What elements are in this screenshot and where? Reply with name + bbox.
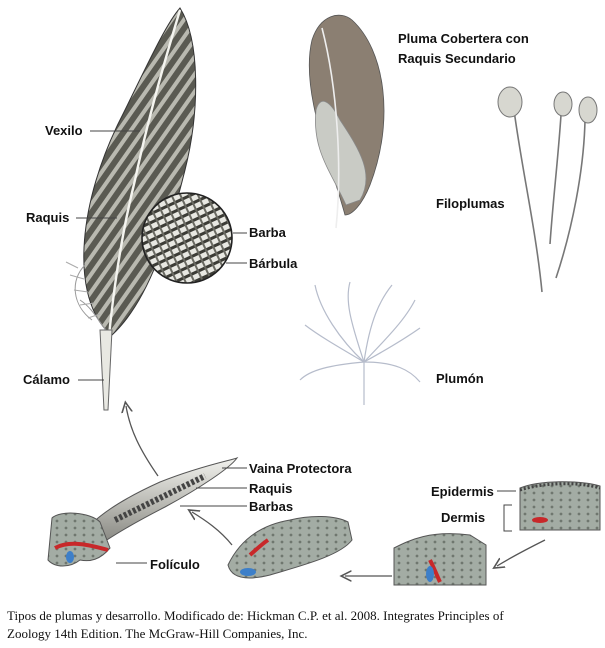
label-barba: Barba [249,225,286,241]
caption-line-2: Zoology 14th Edition. The McGraw-Hill Co… [7,625,599,643]
label-raquis: Raquis [26,210,69,226]
label-calamo: Cálamo [23,372,70,388]
label-barbula: Bárbula [249,256,297,272]
down-feather [300,282,420,405]
label-filoplumas: Filoplumas [436,196,505,212]
figure-caption: Tipos de plumas y desarrollo. Modificado… [7,607,599,643]
filoplumes [498,87,597,292]
caption-line-1: Tipos de plumas y desarrollo. Modificado… [7,607,599,625]
label-barbas: Barbas [249,499,293,515]
label-vexilo: Vexilo [45,123,83,139]
label-foliculo: Folículo [150,557,200,573]
label-plumon: Plumón [436,371,484,387]
calamus [100,330,112,410]
label-epidermis: Epidermis [431,484,494,500]
label-pluma-cobertera-line1: Pluma Cobertera con [398,31,529,47]
label-dermis: Dermis [441,510,485,526]
label-vaina-protectora: Vaina Protectora [249,461,352,477]
magnifier-lens [142,193,232,283]
label-raquis-desarrollo: Raquis [249,481,292,497]
label-pluma-cobertera-line2: Raquis Secundario [398,51,516,67]
covert-feather [309,15,384,228]
